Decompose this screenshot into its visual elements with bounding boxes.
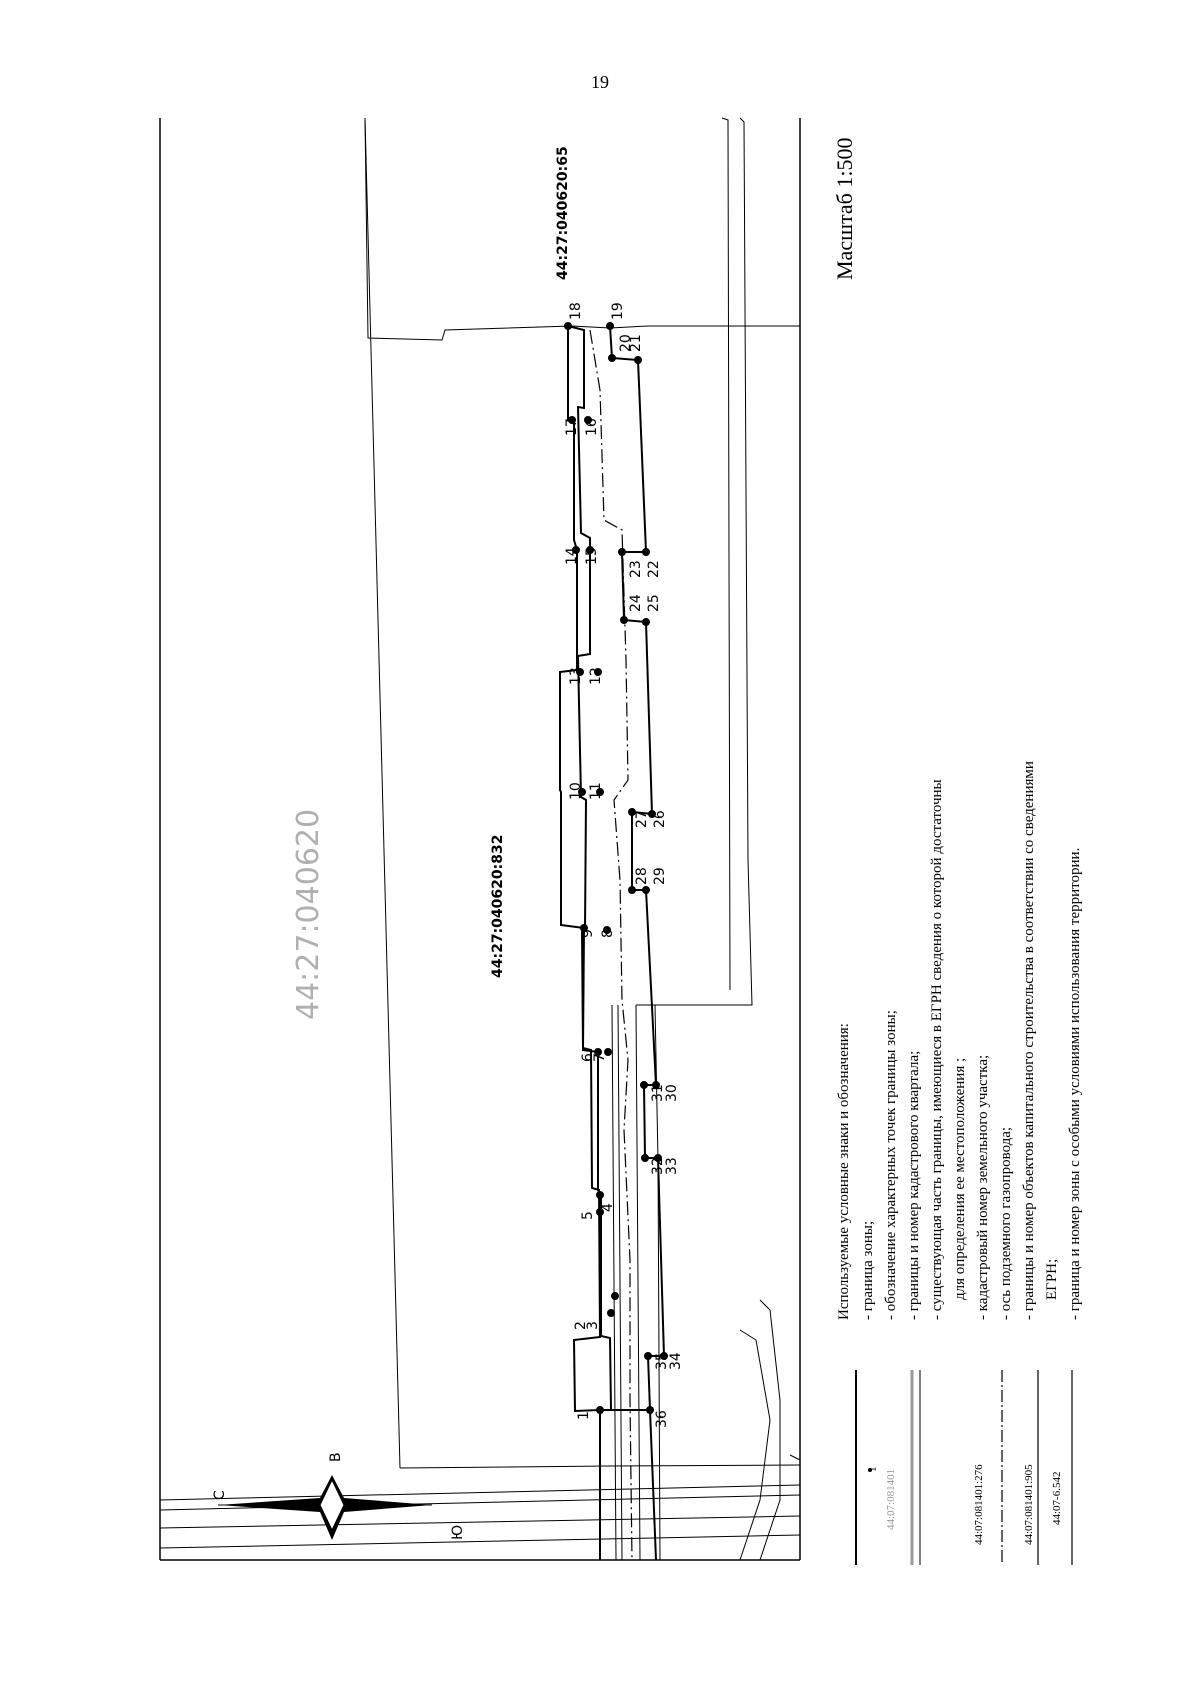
- compass-north: С: [212, 1490, 228, 1500]
- legend-symbol-quarter: 44:07:081401: [885, 1469, 897, 1530]
- legend-title: Используемые условные знаки и обозначени…: [836, 1023, 852, 1320]
- zone-vertices: [564, 322, 668, 1414]
- legend-item-2: - обозначение характерных точек границы …: [883, 1010, 899, 1320]
- label-10: 10: [568, 782, 584, 800]
- page-number: 19: [591, 72, 609, 92]
- quarter-label: 44:27:040620: [291, 809, 326, 1020]
- label-17: 17: [564, 418, 580, 436]
- label-35: 35: [654, 1352, 670, 1370]
- label-33: 33: [664, 1157, 680, 1175]
- vertex-18: [564, 322, 572, 330]
- label-19: 19: [610, 302, 626, 320]
- legend-symbols: 1 44:07:081401 44:07:081401:276 44:07:08…: [855, 1370, 1073, 1565]
- legend-item-1: - граница зоны;: [860, 1221, 876, 1320]
- label-11: 11: [588, 782, 604, 800]
- label-22: 22: [646, 560, 662, 578]
- label-23: 23: [628, 560, 644, 578]
- label-27: 27: [634, 810, 650, 828]
- vertex-14: [572, 546, 580, 554]
- label-2: 2: [573, 1321, 589, 1330]
- vertex-6: [594, 1048, 602, 1056]
- label-13: 13: [568, 667, 584, 685]
- label-28: 28: [634, 867, 650, 885]
- legend-symbol-zone: 44:07-6.542: [1051, 1472, 1063, 1525]
- legend-symbol-point-number: 1: [867, 1467, 879, 1473]
- legend-symbol-parcel: 44:07:081401:276: [973, 1464, 985, 1545]
- legend-symbol-building: 44:07:081401:905: [1023, 1464, 1035, 1545]
- label-25: 25: [646, 594, 662, 612]
- label-21: 21: [628, 334, 644, 352]
- legend-item-5: для определения ее местоположения ;: [952, 1058, 968, 1300]
- vertex-5: [596, 1208, 604, 1216]
- compass-east: В: [328, 1452, 344, 1462]
- label-18: 18: [568, 302, 584, 320]
- label-30: 30: [664, 1084, 680, 1102]
- label-31: 31: [650, 1084, 666, 1102]
- parcel-label-65: 44:27:040620:65: [555, 146, 571, 280]
- legend-item-3: - границы и номер кадастрового квартала;: [906, 1051, 922, 1320]
- label-14: 14: [564, 547, 580, 565]
- label-7: 7: [592, 1053, 608, 1062]
- label-34: 34: [668, 1352, 684, 1370]
- legend-item-10: - граница и номер зоны с особыми условия…: [1067, 848, 1083, 1320]
- label-5: 5: [580, 1211, 596, 1220]
- gas-pipeline-axis: [589, 329, 633, 1561]
- legend: Используемые условные знаки и обозначени…: [836, 761, 1083, 1565]
- legend-item-9: ЕГРН;: [1044, 1259, 1060, 1300]
- point-labels: 1 2 3 4 5 6 7 8 9 10 11 12 13 14 15 16 1…: [564, 302, 684, 1428]
- vertex-11: [596, 788, 604, 796]
- label-9: 9: [580, 929, 596, 938]
- vertex-16: [584, 416, 592, 424]
- legend-item-8: - границы и номер объектов капитального …: [1021, 761, 1037, 1320]
- vertex-10: [578, 788, 586, 796]
- vertex-8: [603, 926, 611, 934]
- vertex-13: [576, 668, 584, 676]
- legend-item-7: - ось подземного газопровода;: [998, 1127, 1014, 1320]
- vertex-4: [596, 1191, 604, 1199]
- scale-label: Масштаб 1:500: [832, 138, 857, 280]
- parcel-label-832: 44:27:040620:832: [490, 835, 506, 978]
- map-frame: [159, 118, 801, 1561]
- legend-symbol-point-icon: [868, 1468, 872, 1472]
- label-20: 20: [618, 334, 634, 352]
- label-8: 8: [600, 929, 616, 938]
- label-24: 24: [628, 594, 644, 612]
- label-15: 15: [584, 547, 600, 565]
- label-29: 29: [652, 867, 668, 885]
- legend-item-4: - существующая часть границы, имеющиеся …: [929, 779, 945, 1320]
- label-32: 32: [650, 1157, 666, 1175]
- vertex-12: [594, 668, 602, 676]
- label-26: 26: [652, 810, 668, 828]
- zone-inner-boundary: [599, 325, 666, 1561]
- vertex-7: [604, 1048, 612, 1056]
- vertex-17: [568, 416, 576, 424]
- label-36: 36: [654, 1410, 670, 1428]
- vertex-2: [607, 1309, 615, 1317]
- label-1: 1: [576, 1411, 592, 1420]
- legend-item-6: - кадастровый номер земельного участка;: [975, 1055, 991, 1320]
- vertex-3: [611, 1292, 619, 1300]
- vertex-9: [580, 924, 588, 932]
- cadastral-labels: 44:27:040620:832 44:27:040620:65 44:27:0…: [291, 146, 571, 1020]
- background-lines: [159, 117, 801, 1561]
- compass-rose: С В Ю: [212, 1452, 466, 1540]
- zone-boundary: [559, 324, 613, 1413]
- label-16: 16: [584, 418, 600, 436]
- vertex-15: [586, 546, 594, 554]
- label-6: 6: [580, 1053, 596, 1062]
- label-4: 4: [600, 1203, 616, 1212]
- label-3: 3: [585, 1321, 601, 1330]
- compass-south: Ю: [450, 1525, 466, 1540]
- label-12: 12: [588, 667, 604, 685]
